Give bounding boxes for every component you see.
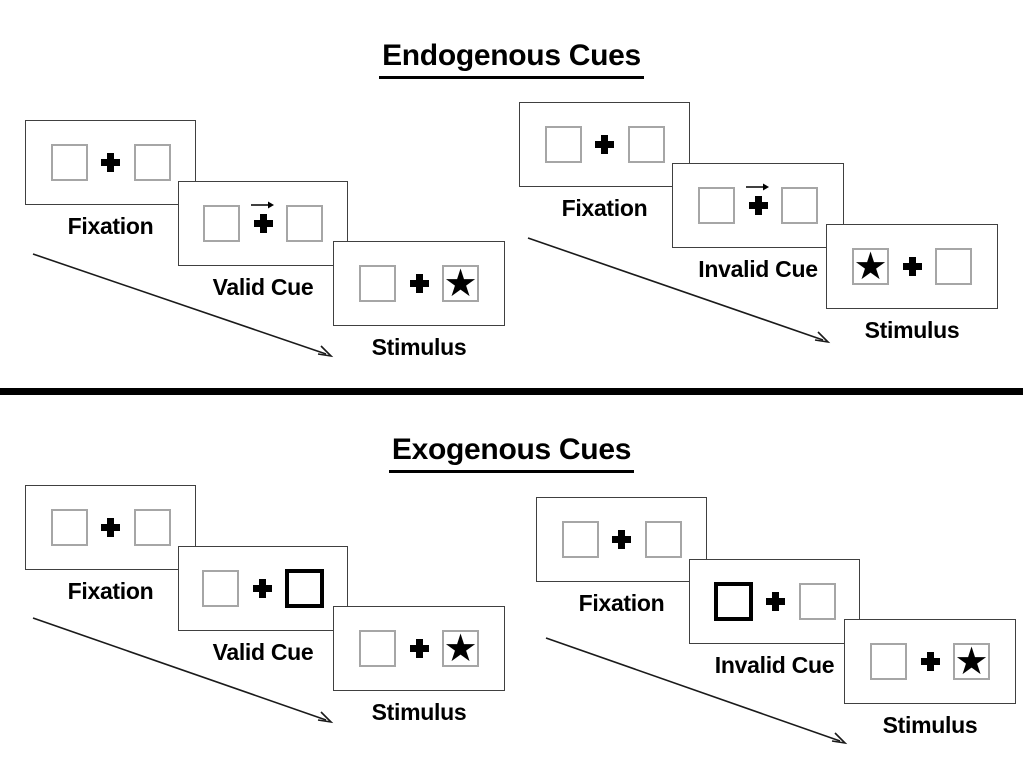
- plus-icon: [409, 274, 429, 293]
- plus-icon: [595, 135, 614, 154]
- screen-frame: [689, 559, 860, 644]
- plus-icon: [766, 592, 785, 611]
- screen-frame: [519, 102, 690, 187]
- invalid-cue-card: Invalid Cue: [689, 559, 860, 679]
- screen-frame: [178, 181, 348, 266]
- valid-cue-card: Valid Cue: [178, 546, 348, 666]
- screen-frame: ★: [844, 619, 1016, 704]
- card-label: Invalid Cue: [698, 256, 818, 282]
- plus-icon: [748, 196, 768, 215]
- right-box: [285, 569, 324, 608]
- left-box: [713, 582, 753, 621]
- center-column: [763, 560, 789, 643]
- right-box-star: ★: [442, 265, 479, 302]
- fixation-card: Fixation: [519, 102, 690, 222]
- sequence-arrow-icon: [32, 253, 334, 358]
- right-box: [286, 205, 323, 242]
- card-label: Valid Cue: [212, 274, 314, 300]
- stimulus-card: ★ Stimulus: [844, 619, 1016, 739]
- sequence-arrow-icon: [545, 637, 848, 745]
- card-label: Fixation: [561, 195, 648, 221]
- center-column: [250, 182, 276, 265]
- plus-icon: [253, 214, 273, 233]
- exogenous-section-title: Exogenous Cues: [0, 432, 1023, 474]
- right-box: [627, 126, 665, 163]
- card-label: Stimulus: [371, 334, 467, 360]
- right-box-star: ★: [442, 630, 479, 667]
- stimulus-card: ★ Stimulus: [826, 224, 998, 344]
- card-label: Stimulus: [864, 317, 960, 343]
- right-arrow-icon: [746, 183, 769, 191]
- left-box: [50, 509, 88, 546]
- screen-frame: [25, 120, 196, 205]
- center-column: [406, 607, 432, 690]
- right-box: [133, 509, 171, 546]
- plus-icon: [101, 153, 120, 172]
- center-column: [609, 498, 635, 581]
- plus-icon: [101, 518, 120, 537]
- center-column: [98, 121, 124, 204]
- right-box: [798, 583, 836, 620]
- sequence-arrow-icon: [32, 617, 334, 724]
- left-box: [698, 187, 735, 224]
- card-label: Fixation: [67, 213, 154, 239]
- right-box-star: ★: [953, 643, 990, 680]
- center-column: [406, 242, 432, 325]
- right-box: [935, 248, 972, 285]
- endogenous-section-title: Endogenous Cues: [0, 38, 1023, 80]
- card-label: Stimulus: [371, 699, 467, 725]
- endogenous-title-text: Endogenous Cues: [379, 38, 644, 80]
- center-column: [745, 164, 771, 247]
- plus-icon: [920, 652, 940, 671]
- card-label: Valid Cue: [212, 639, 314, 665]
- sequence-arrow-icon: [527, 237, 831, 344]
- stimulus-card: ★ Stimulus: [333, 241, 505, 361]
- left-box: [870, 643, 907, 680]
- right-box: [133, 144, 171, 181]
- left-box: [561, 521, 599, 558]
- stimulus-card: ★ Stimulus: [333, 606, 505, 726]
- valid-cue-card: Valid Cue: [178, 181, 348, 301]
- plus-icon: [252, 579, 272, 598]
- plus-icon: [902, 257, 922, 276]
- center-column: [917, 620, 943, 703]
- center-column: [592, 103, 618, 186]
- screen-frame: [672, 163, 844, 248]
- left-box-star: ★: [852, 248, 889, 285]
- screen-frame: [178, 546, 348, 631]
- screen-frame: [25, 485, 196, 570]
- exogenous-title-text: Exogenous Cues: [388, 432, 635, 474]
- card-label: Fixation: [67, 578, 154, 604]
- screen-frame: [536, 497, 707, 582]
- left-box: [50, 144, 88, 181]
- left-box: [544, 126, 582, 163]
- fixation-card: Fixation: [25, 120, 196, 240]
- card-label: Fixation: [578, 590, 665, 616]
- invalid-cue-card: Invalid Cue: [672, 163, 844, 283]
- left-box: [359, 265, 396, 302]
- center-column: [899, 225, 925, 308]
- left-box: [202, 570, 239, 607]
- fixation-card: Fixation: [25, 485, 196, 605]
- left-box: [359, 630, 396, 667]
- center-column: [98, 486, 124, 569]
- fixation-card: Fixation: [536, 497, 707, 617]
- screen-frame: ★: [333, 606, 505, 691]
- left-box: [203, 205, 240, 242]
- plus-icon: [612, 530, 631, 549]
- section-divider: [0, 388, 1023, 395]
- right-arrow-icon: [251, 201, 274, 209]
- plus-icon: [409, 639, 429, 658]
- card-label: Stimulus: [882, 712, 978, 738]
- screen-frame: ★: [826, 224, 998, 309]
- center-column: [249, 547, 275, 630]
- right-box: [644, 521, 682, 558]
- screen-frame: ★: [333, 241, 505, 326]
- right-box: [781, 187, 818, 224]
- card-label: Invalid Cue: [714, 652, 835, 678]
